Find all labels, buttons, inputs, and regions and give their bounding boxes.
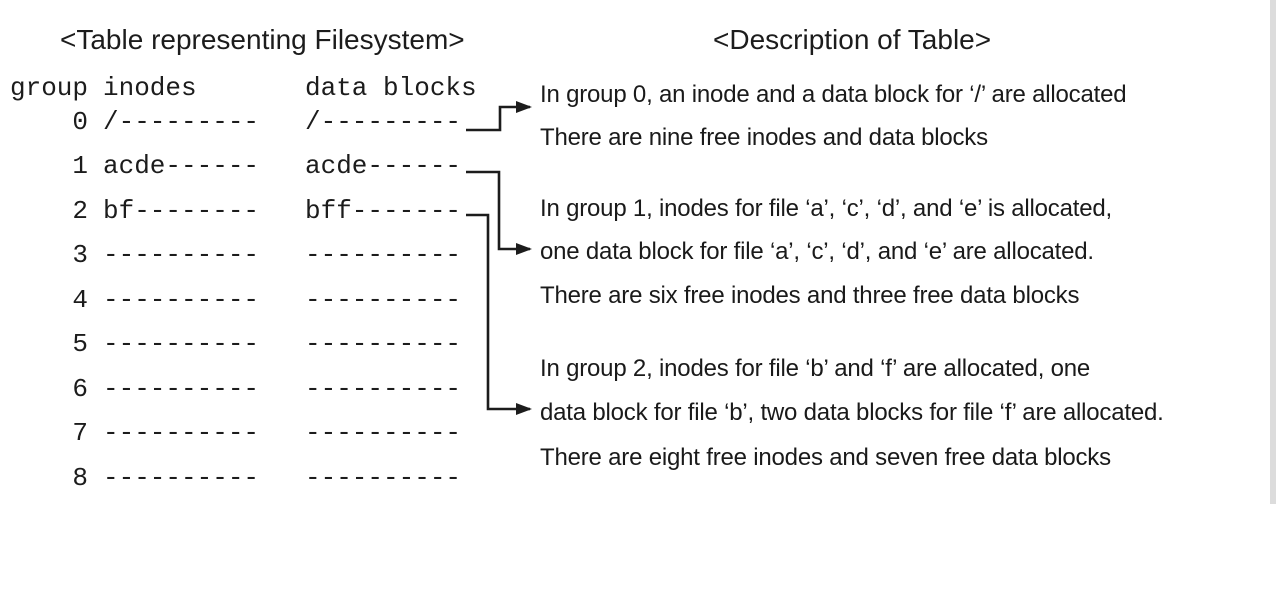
- cell-data-blocks: ----------: [305, 240, 462, 270]
- table-row: 5 ---------- ----------: [0, 328, 500, 360]
- cell-inodes: acde------: [103, 151, 260, 181]
- cell-inodes: ----------: [103, 418, 260, 448]
- cell-group: 8: [72, 463, 88, 493]
- table-row: 4 ---------- ----------: [0, 284, 500, 316]
- table-row: 2 bf-------- bff-------: [0, 195, 500, 227]
- cell-inodes: /---------: [103, 107, 260, 137]
- description-line: There are nine free inodes and data bloc…: [540, 124, 988, 151]
- table-row: 8 ---------- ----------: [0, 462, 500, 494]
- filesystem-diagram-page: { "table": { "title": "<Table representi…: [0, 0, 1276, 504]
- screenshot-right-edge: [1270, 0, 1276, 504]
- cell-group: 5: [72, 329, 88, 359]
- description-line: data block for file ‘b’, two data blocks…: [540, 399, 1164, 426]
- cell-data-blocks: ----------: [305, 285, 462, 315]
- cell-group: 3: [72, 240, 88, 270]
- cell-inodes: ----------: [103, 463, 260, 493]
- description-line: There are six free inodes and three free…: [540, 282, 1080, 309]
- cell-data-blocks: acde------: [305, 151, 462, 181]
- column-header-data-blocks: data blocks: [305, 73, 477, 103]
- description-line: In group 0, an inode and a data block fo…: [540, 81, 1127, 108]
- description-title: <Description of Table>: [713, 24, 992, 55]
- column-header-group: group: [9, 73, 88, 103]
- cell-data-blocks: ----------: [305, 463, 462, 493]
- cell-inodes: ----------: [103, 240, 260, 270]
- table-row: 0 /--------- /---------: [0, 106, 500, 138]
- cell-inodes: bf--------: [103, 196, 260, 226]
- table-header-row: group inodes data blocks: [0, 72, 500, 104]
- cell-data-blocks: bff-------: [305, 196, 462, 226]
- cell-group: 0: [72, 107, 88, 137]
- description-line: In group 2, inodes for file ‘b’ and ‘f’ …: [540, 355, 1091, 382]
- table-row: 6 ---------- ----------: [0, 373, 500, 405]
- cell-group: 4: [72, 285, 88, 315]
- cell-inodes: ----------: [103, 285, 260, 315]
- cell-data-blocks: ----------: [305, 418, 462, 448]
- description-line: In group 1, inodes for file ‘a’, ‘c’, ‘d…: [540, 195, 1112, 222]
- description-line: There are eight free inodes and seven fr…: [540, 444, 1111, 471]
- cell-data-blocks: /---------: [305, 107, 462, 137]
- cell-group: 1: [72, 151, 88, 181]
- cell-inodes: ----------: [103, 374, 260, 404]
- cell-group: 7: [72, 418, 88, 448]
- table-row: 1 acde------ acde------: [0, 150, 500, 182]
- cell-group: 6: [72, 374, 88, 404]
- cell-data-blocks: ----------: [305, 374, 462, 404]
- table-title: <Table representing Filesystem>: [60, 24, 465, 55]
- column-header-inodes: inodes: [103, 73, 197, 103]
- cell-inodes: ----------: [103, 329, 260, 359]
- table-row: 3 ---------- ----------: [0, 239, 500, 271]
- table-row: 7 ---------- ----------: [0, 417, 500, 449]
- cell-group: 2: [72, 196, 88, 226]
- cell-data-blocks: ----------: [305, 329, 462, 359]
- description-line: one data block for file ‘a’, ‘c’, ‘d’, a…: [540, 238, 1094, 265]
